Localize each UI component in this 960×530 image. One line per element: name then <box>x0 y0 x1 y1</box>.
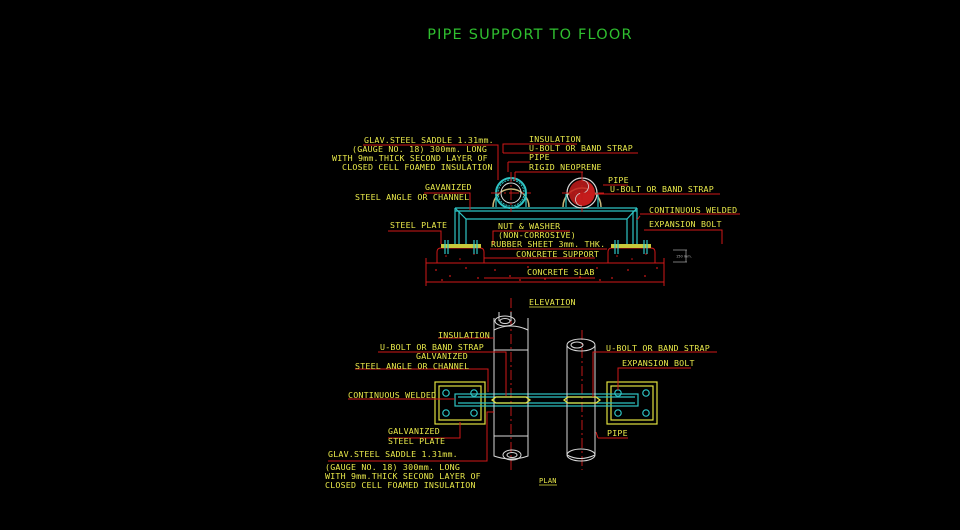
label-nut-washer: NUT & WASHER <box>498 221 560 231</box>
elevation-view: 150 mm. GLAV.STEEL SAD <box>332 134 740 308</box>
pipe-right-bare <box>562 172 604 212</box>
plan-view: INSULATION U-BOLT OR BAND STRAP GALVANIZ… <box>325 298 717 490</box>
label-steel-angle: STEEL ANGLE OR CHANNEL <box>355 192 469 202</box>
plan-label-saddle-3: WITH 9mm.THICK SECOND LAYER OF <box>325 471 481 481</box>
steel-plate-left <box>441 244 481 248</box>
plan-label-continuous-welded: CONTINUOUS WELDED <box>348 390 436 400</box>
label-saddle-1: GLAV.STEEL SADDLE 1.31mm. <box>364 135 494 145</box>
plan-label-pipe: PIPE <box>607 428 628 438</box>
label-ubolt-left: U-BOLT OR BAND STRAP <box>529 143 633 153</box>
label-ubolt-right: U-BOLT OR BAND STRAP <box>610 184 714 194</box>
plan-pipe-right <box>566 338 596 462</box>
plan-steel-channel <box>454 393 639 407</box>
plan-label-saddle-1: GLAV.STEEL SADDLE 1.31mm. <box>328 449 458 459</box>
plan-pipe-left <box>493 312 529 461</box>
plan-labels: INSULATION U-BOLT OR BAND STRAP GALVANIZ… <box>325 330 710 490</box>
steel-plate-right <box>611 244 651 248</box>
plan-label-ubolt-left: U-BOLT OR BAND STRAP <box>380 342 484 352</box>
drawing-title: PIPE SUPPORT TO FLOOR <box>427 27 633 43</box>
dimension-150mm: 150 mm. <box>673 249 692 263</box>
plan-label-ubolt-right: U-BOLT OR BAND STRAP <box>606 343 710 353</box>
plan-label-insulation: INSULATION <box>438 330 490 340</box>
elevation-view-label: ELEVATION <box>529 297 576 307</box>
label-saddle-2: (GAUGE NO. 18) 300mm. LONG <box>352 144 487 154</box>
plan-saddles <box>490 396 602 404</box>
plan-label-steel-plate: STEEL PLATE <box>388 436 445 446</box>
plan-leaders <box>328 337 717 462</box>
label-expansion-bolt: EXPANSION BOLT <box>649 219 722 229</box>
expansion-bolts <box>444 240 648 254</box>
plan-label-saddle-2: (GAUGE NO. 18) 300mm. LONG <box>325 462 460 472</box>
label-non-corrosive: (NON-CORROSIVE) <box>498 230 576 240</box>
plan-view-label: PLAN <box>539 477 557 485</box>
plan-label-galvanized-2: GALVANIZED <box>388 426 440 436</box>
label-pipe-left: PIPE <box>529 152 550 162</box>
dimension-text: 150 mm. <box>676 255 692 259</box>
plan-base-plate-right <box>606 381 658 425</box>
label-saddle-4: CLOSED CELL FOAMED INSULATION <box>342 162 493 172</box>
steel-frame <box>454 207 638 244</box>
pipe-left-insulated <box>491 172 531 212</box>
label-pipe-right: PIPE <box>608 175 629 185</box>
plan-label-expansion-bolt: EXPANSION BOLT <box>622 358 695 368</box>
elevation-labels: GLAV.STEEL SADDLE 1.31mm. (GAUGE NO. 18)… <box>332 134 737 277</box>
label-steel-plate: STEEL PLATE <box>390 220 447 230</box>
label-continuous-welded: CONTINUOUS WELDED <box>649 205 737 215</box>
elevation-leaders <box>363 143 740 279</box>
label-saddle-3: WITH 9mm.THICK SECOND LAYER OF <box>332 153 488 163</box>
label-concrete-support: CONCRETE SUPPORT <box>516 249 599 259</box>
concrete-slab <box>425 258 665 286</box>
label-rigid-neoprene: RIGID NEOPRENE <box>529 162 602 172</box>
label-insulation: INSULATION <box>529 134 581 144</box>
plan-label-galvanized: GALVANIZED <box>416 351 468 361</box>
plan-label-saddle-4: CLOSED CELL FOAMED INSULATION <box>325 480 476 490</box>
label-galvanized: GAVANIZED <box>425 182 472 192</box>
plan-label-steel-angle: STEEL ANGLE OR CHANNEL <box>355 361 469 371</box>
label-rubber-sheet: RUBBER SHEET 3mm. THK. <box>491 239 605 249</box>
label-concrete-slab: CONCRETE SLAB <box>527 267 595 277</box>
